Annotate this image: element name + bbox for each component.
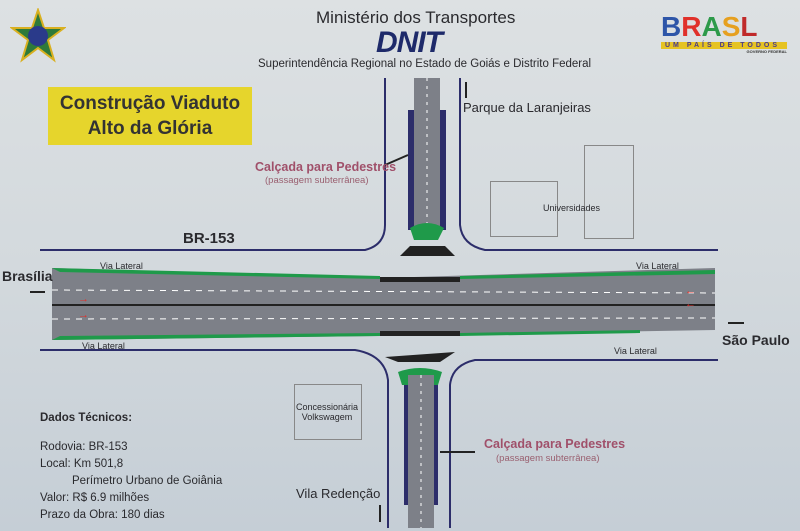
green-strip-sw [52, 333, 380, 340]
superintendency-text: Superintendência Regional no Estado de G… [258, 58, 592, 70]
sidewalk-label-north: Calçada para Pedestres [255, 160, 397, 174]
dnit-logo: DNIT [376, 26, 443, 59]
sidewalk-sub-north: (passagem subterrânea) [265, 175, 369, 186]
universidades-label: Universidades [543, 203, 601, 213]
green-strip-se [460, 330, 640, 336]
svg-text:→: → [78, 293, 89, 305]
destination-south: Vila Redenção [296, 486, 381, 501]
brazil-coat-of-arms [10, 8, 66, 70]
green-strip-ne [460, 270, 715, 279]
destination-east: São Paulo [722, 332, 790, 348]
building-block [584, 145, 634, 239]
via-lateral-ne: Via Lateral [636, 261, 679, 271]
via-lateral-se: Via Lateral [614, 346, 657, 356]
south-median-right [432, 385, 438, 505]
south-median [404, 385, 410, 505]
building-block [490, 181, 558, 237]
highway-label: BR-153 [183, 230, 235, 247]
via-lateral-sw: Via Lateral [82, 341, 125, 351]
viaduct-south [380, 331, 460, 336]
direction-arrows [30, 82, 744, 522]
concessionaria-label: Concessionária Volkswagem [296, 402, 359, 422]
south-bridge-deck [385, 352, 455, 362]
north-green-island [410, 223, 444, 240]
viaduct-north [380, 277, 460, 282]
north-bridge-deck [400, 246, 455, 256]
svg-text:→: → [78, 309, 89, 321]
sidewalk-label-south: Calçada para Pedestres [484, 437, 626, 451]
destination-north: Parque da Laranjeiras [463, 100, 591, 115]
svg-text:←: ← [685, 298, 696, 310]
green-strip-nw [52, 268, 380, 279]
north-road-outline [40, 78, 718, 251]
north-median-right [440, 110, 446, 230]
south-road-outline [40, 349, 718, 528]
building-block [294, 384, 362, 440]
technical-data: Dados Técnicos: Rodovia: BR-153 Local: K… [40, 412, 223, 521]
sidewalk-sub-south: (passagem subterrânea) [496, 453, 600, 464]
destination-west: Brasília [2, 268, 53, 284]
ministry-title: Ministério dos Transportes [316, 8, 516, 27]
svg-text:←: ← [685, 285, 696, 297]
north-median [408, 110, 414, 230]
via-lateral-nw: Via Lateral [100, 261, 143, 271]
